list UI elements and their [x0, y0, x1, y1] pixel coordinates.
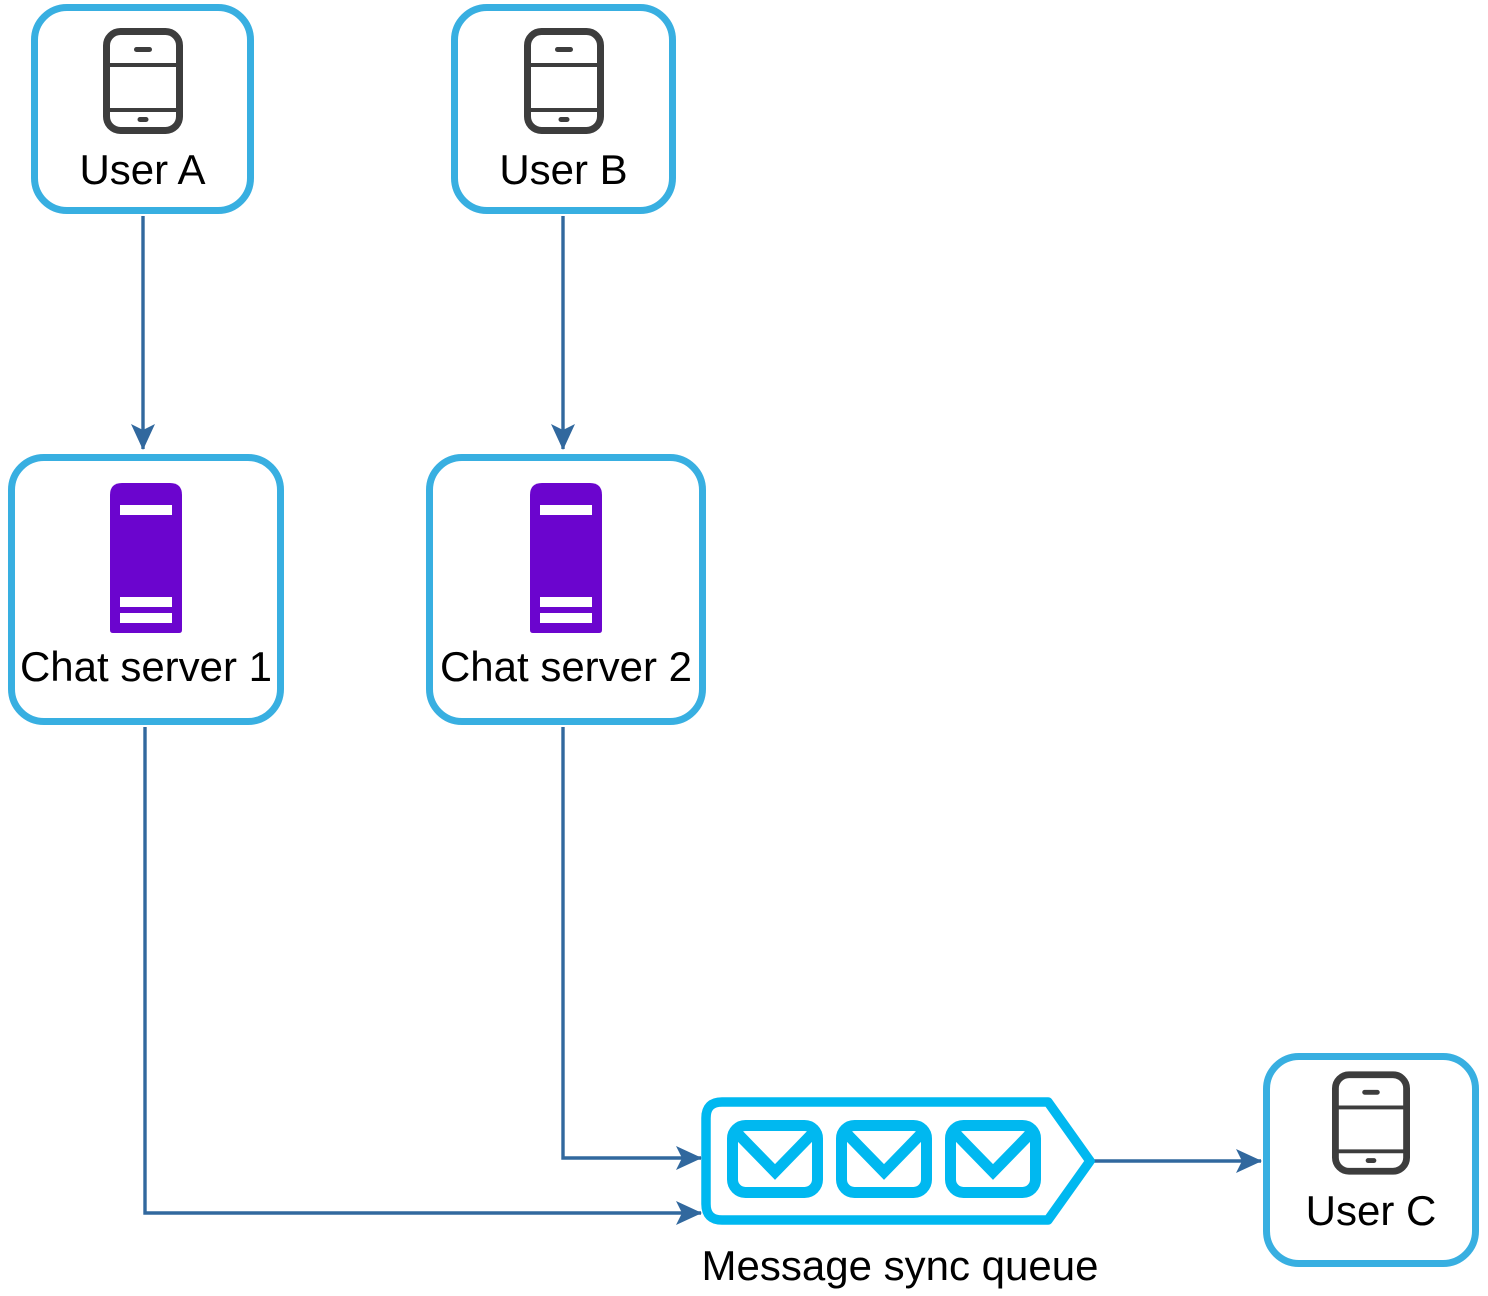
- phone-icon: [1332, 1071, 1410, 1175]
- edge-chat-server-1-to-queue: [143, 727, 702, 1225]
- node-label-user-c: User C: [1305, 1187, 1437, 1234]
- node-user-c: User C: [1263, 1053, 1479, 1267]
- node-label-user-b: User B: [499, 146, 628, 193]
- node-user-b: User B: [451, 4, 676, 214]
- node-label-chat-server-2: Chat server 2: [439, 643, 693, 690]
- phone-icon: [102, 28, 183, 134]
- server-icon: [110, 483, 182, 633]
- node-chat-server-2: Chat server 2: [426, 454, 706, 725]
- node-label-message-sync-queue: Message sync queue: [701, 1242, 1099, 1289]
- server-icon: [530, 483, 602, 633]
- envelope-icon: [836, 1120, 932, 1198]
- phone-icon: [523, 28, 604, 134]
- node-user-a: User A: [31, 4, 254, 214]
- envelope-icon: [727, 1120, 823, 1198]
- node-label-chat-server-1: Chat server 1: [19, 643, 273, 690]
- message-queue-shape: [701, 1097, 1095, 1225]
- edge-chat-server-2-to-queue: [561, 727, 702, 1170]
- node-chat-server-1: Chat server 1: [8, 454, 284, 725]
- envelope-icon: [945, 1120, 1041, 1198]
- node-label-user-a: User A: [79, 146, 206, 193]
